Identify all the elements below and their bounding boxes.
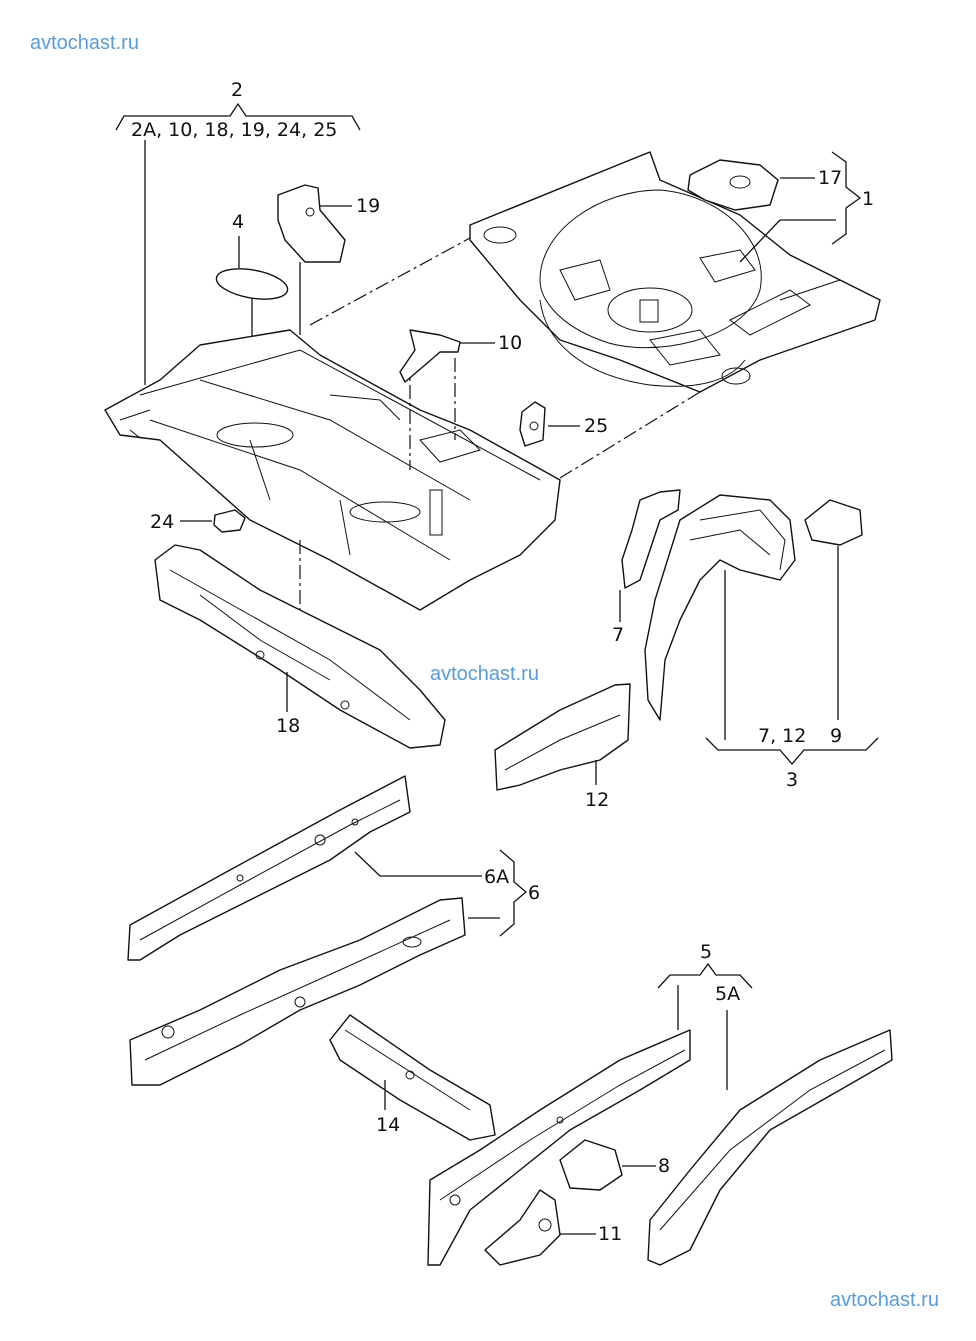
label-7: 7 bbox=[612, 624, 624, 646]
label-1: 1 bbox=[862, 188, 874, 210]
label-24: 24 bbox=[150, 511, 174, 533]
label-3: 3 bbox=[786, 769, 798, 791]
label-17: 17 bbox=[818, 167, 842, 189]
part-12-panel bbox=[494, 683, 631, 791]
label-6A: 6A bbox=[484, 866, 509, 888]
watermark-bottom-right: avtochast.ru bbox=[830, 1289, 939, 1311]
watermark-top-left: avtochast.ru bbox=[30, 32, 139, 54]
part-6-longitudinal bbox=[129, 897, 466, 1086]
part-7-bracket bbox=[621, 489, 681, 589]
part-14-crossmember bbox=[329, 1014, 496, 1141]
label-9: 9 bbox=[830, 725, 842, 747]
label-12: 12 bbox=[585, 789, 609, 811]
label-5: 5 bbox=[700, 941, 712, 963]
part-9-bracket bbox=[804, 499, 863, 546]
label-group3-items: 7, 12 bbox=[758, 725, 806, 747]
group2-bracket bbox=[115, 102, 361, 385]
label-group2-items: 2A, 10, 18, 19, 24, 25 bbox=[131, 119, 337, 141]
part-24-clip bbox=[213, 509, 246, 533]
part-19-bracket bbox=[277, 184, 346, 263]
label-6: 6 bbox=[528, 882, 540, 904]
part-2-floor-pan bbox=[104, 329, 561, 611]
label-10: 10 bbox=[498, 332, 522, 354]
part-18-tunnel bbox=[154, 544, 446, 749]
label-8: 8 bbox=[658, 1155, 670, 1177]
part-5-longitudinal bbox=[427, 1029, 691, 1266]
part-17-bracket bbox=[687, 159, 779, 211]
part-8-bracket bbox=[559, 1139, 623, 1191]
label-14: 14 bbox=[376, 1114, 400, 1136]
label-5A: 5A bbox=[715, 983, 740, 1005]
part-4-plug bbox=[215, 268, 289, 300]
label-4: 4 bbox=[232, 211, 244, 233]
part-25-bracket bbox=[519, 401, 546, 447]
part-5a-longitudinal bbox=[647, 1029, 893, 1266]
part-6a-longitudinal bbox=[127, 775, 411, 961]
label-11: 11 bbox=[598, 1223, 622, 1245]
part-11-bracket bbox=[484, 1189, 561, 1266]
part-10-bracket bbox=[399, 329, 461, 383]
label-19: 19 bbox=[356, 195, 380, 217]
part-1-rear-floor bbox=[469, 151, 881, 393]
watermark-center: avtochast.ru bbox=[430, 663, 539, 685]
part-3-wheelhouse bbox=[644, 494, 796, 721]
label-25: 25 bbox=[584, 415, 608, 437]
label-2: 2 bbox=[231, 79, 243, 101]
label-18: 18 bbox=[276, 715, 300, 737]
